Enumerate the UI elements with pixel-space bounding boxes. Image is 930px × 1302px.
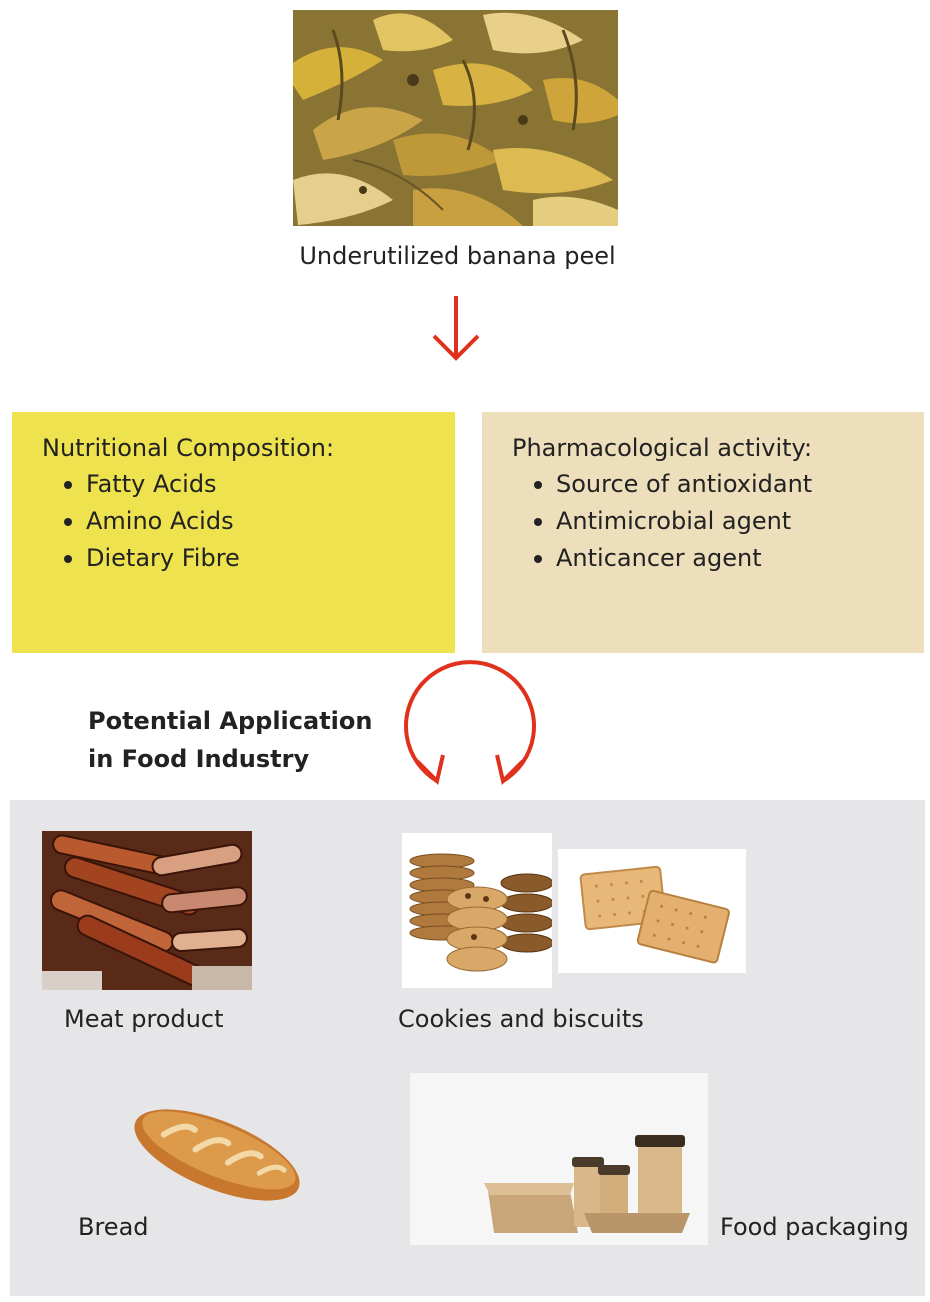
biscuits-photo: [558, 849, 746, 973]
cookies-photo: [402, 833, 552, 988]
cookies-biscuits-label: Cookies and biscuits: [398, 1005, 644, 1033]
list-item: Fatty Acids: [64, 466, 425, 503]
banana-peel-caption: Underutilized banana peel: [299, 242, 616, 270]
application-heading-line-2: in Food Industry: [88, 745, 310, 773]
pharmacological-activity-list: Source of antioxidant Antimicrobial agen…: [512, 466, 894, 577]
application-heading-line-1: Potential Application: [88, 707, 373, 735]
nutritional-composition-box: Nutritional Composition: Fatty Acids Ami…: [12, 412, 455, 653]
bread-label: Bread: [78, 1213, 149, 1241]
list-item: Amino Acids: [64, 503, 425, 540]
food-packaging-photo: [410, 1073, 708, 1245]
meat-product-photo: [42, 831, 252, 990]
nutritional-composition-list: Fatty Acids Amino Acids Dietary Fibre: [42, 466, 425, 577]
list-item: Antimicrobial agent: [534, 503, 894, 540]
list-item: Source of antioxidant: [534, 466, 894, 503]
arrow-down-icon: [432, 296, 480, 361]
nutritional-composition-title: Nutritional Composition:: [42, 434, 335, 462]
banana-peel-photo: [293, 10, 618, 226]
food-packaging-label: Food packaging: [720, 1213, 909, 1241]
bread-photo: [134, 1109, 300, 1201]
application-heading: Potential Application in Food Industry: [88, 702, 372, 778]
pharmacological-activity-box: Pharmacological activity: Source of anti…: [482, 412, 924, 653]
list-item: Dietary Fibre: [64, 540, 425, 577]
cycle-arrow-icon: [404, 660, 536, 785]
list-item: Anticancer agent: [534, 540, 894, 577]
pharmacological-activity-title: Pharmacological activity:: [512, 434, 813, 462]
meat-product-label: Meat product: [64, 1005, 224, 1033]
